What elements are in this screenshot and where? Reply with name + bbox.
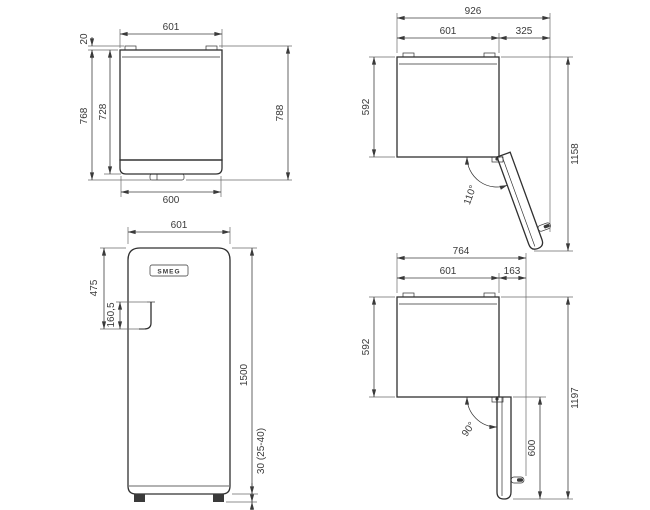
dim-body-depth: 592 [361, 56, 395, 158]
dim-label-width-top: 601 [163, 22, 180, 33]
cabinet-body-outline [396, 296, 500, 398]
dim-body-width: 601 [396, 266, 500, 293]
dim-open-door-width: 600 [513, 396, 546, 500]
dim-label-overall-width: 926 [465, 6, 482, 17]
foot-left [134, 494, 145, 502]
dim-depth-total: 788 [186, 45, 292, 181]
dim-width: 601 [127, 220, 231, 244]
door-handle-hook [139, 322, 152, 330]
dim-label-angle: 90° [460, 420, 478, 439]
door-handle-grip [543, 223, 550, 229]
foot-right [213, 494, 224, 502]
open-door-110 [496, 151, 551, 250]
dim-label-body-depth: 592 [361, 338, 372, 355]
cabinet-body-outline [396, 56, 500, 158]
dim-label-open-door-width: 600 [527, 439, 538, 456]
view-top-closed: 601 20 768 728 788 [79, 22, 292, 206]
dim-label-depth-788: 788 [275, 104, 286, 121]
angle-arc [464, 156, 508, 190]
dim-overall-depth: 1158 [501, 56, 581, 252]
door-handle [537, 222, 551, 232]
dim-body-depth: 592 [361, 296, 395, 398]
dim-label-overall-depth: 1158 [570, 143, 581, 165]
dim-label-height: 1500 [239, 363, 250, 386]
dim-label-door-swing: 163 [504, 266, 521, 277]
door-handle-grip [517, 478, 523, 482]
dim-label-depth-728: 728 [98, 103, 109, 120]
dim-label-475: 475 [89, 279, 100, 296]
dim-hinge-depth: 20 [79, 33, 124, 59]
dim-label-hinge-depth: 20 [79, 33, 90, 45]
dim-label-160-5: 160,5 [106, 302, 117, 327]
dim-label-body-width: 601 [440, 26, 457, 37]
view-top-open-90: 764 601 163 592 1197 60 [361, 246, 581, 500]
dim-label-depth-768: 768 [79, 107, 90, 124]
door-inner-line [501, 155, 536, 247]
dim-feet-height: 30 (25-40) [232, 428, 267, 510]
dim-depth-body: 728 [98, 49, 121, 175]
dim-label-overall-width: 764 [453, 246, 470, 257]
door-handle [149, 173, 185, 181]
door-handle [510, 476, 525, 484]
dim-opening-angle: 90° [460, 396, 498, 439]
cabinet-body-outline [119, 49, 223, 161]
brand-badge [149, 264, 189, 277]
dim-overall-width: 926 [396, 6, 551, 232]
dim-handle-length: 160,5 [106, 301, 147, 330]
dim-label-door-width: 600 [163, 195, 180, 206]
door-front-outline [119, 159, 223, 175]
dim-width-top: 601 [119, 22, 223, 48]
dim-label-angle: 110° [462, 184, 479, 207]
dim-door-swing: 325 [498, 26, 551, 41]
dim-depth-with-handle: 768 [79, 49, 152, 181]
dim-handle-bottom-offset: 475 [89, 247, 145, 330]
dim-label-feet: 30 (25-40) [256, 428, 267, 474]
dim-overall-width: 764 [396, 246, 527, 476]
view-top-open-110: 926 601 325 592 1158 110° [361, 6, 581, 252]
view-front: SMEG 601 475 160,5 [89, 220, 267, 510]
dim-label-overall-depth: 1197 [570, 387, 581, 409]
dim-door-width: 600 [120, 176, 222, 206]
dim-opening-angle: 110° [462, 156, 508, 207]
dim-label-width: 601 [171, 220, 188, 231]
dim-body-width: 601 [396, 26, 500, 53]
open-door-90 [496, 396, 525, 500]
door-outline [496, 151, 544, 250]
door-outline [496, 396, 512, 500]
dim-label-body-depth: 592 [361, 98, 372, 115]
angle-arc [464, 396, 498, 430]
fridge-front-outline [127, 247, 231, 495]
dim-label-door-swing: 325 [516, 26, 533, 37]
brand-logo: SMEG [157, 269, 180, 276]
dim-label-body-width: 601 [440, 266, 457, 277]
dim-overall-depth: 1197 [501, 296, 581, 500]
dim-door-swing: 163 [498, 266, 527, 281]
